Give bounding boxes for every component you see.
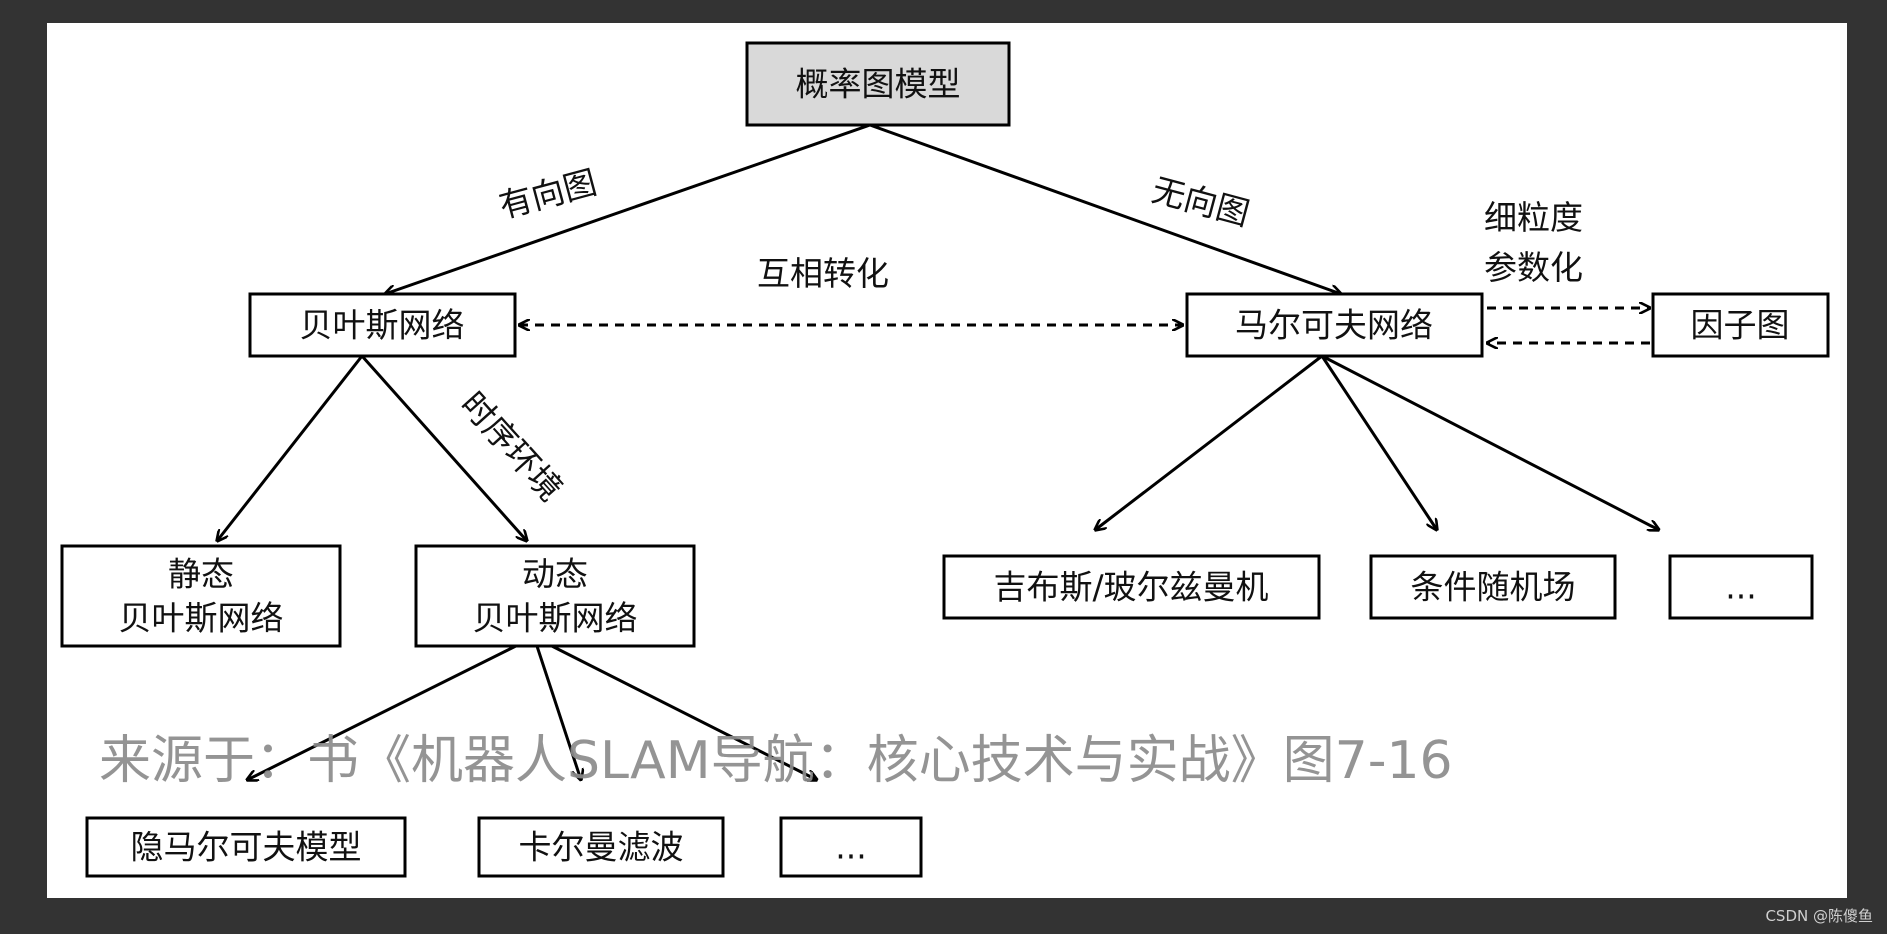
label-fine-grained-line2: 参数化 xyxy=(1484,248,1583,287)
edge-markov-to-gibbs xyxy=(1095,354,1323,530)
label-temporal: 时序环境 xyxy=(453,384,570,508)
label-mutual: 互相转化 xyxy=(757,254,889,293)
node-markov-label: 马尔可夫网络 xyxy=(1235,306,1433,345)
probabilistic-graphical-model-diagram: 有向图 无向图 互相转化 细粒度 参数化 时序环境 概率图模型 贝叶斯网络 马尔… xyxy=(60,41,1830,878)
node-markov-more: ... xyxy=(1668,554,1814,620)
edge-dynamic-to-kalman xyxy=(532,636,581,780)
node-root: 概率图模型 xyxy=(745,41,1011,127)
node-hmm: 隐马尔可夫模型 xyxy=(85,816,407,878)
edge-root-to-markov xyxy=(869,123,1341,294)
node-gibbs: 吉布斯/玻尔兹曼机 xyxy=(942,554,1321,620)
node-factor: 因子图 xyxy=(1651,292,1830,358)
edge-dynamic-to-hmm xyxy=(247,635,535,780)
node-dynamic-bayes-line2: 贝叶斯网络 xyxy=(473,599,638,638)
node-gibbs-label: 吉布斯/玻尔兹曼机 xyxy=(993,568,1268,607)
node-markov: 马尔可夫网络 xyxy=(1185,292,1484,358)
edge-markov-to-crf xyxy=(1320,355,1437,530)
diagram-canvas: 有向图 无向图 互相转化 细粒度 参数化 时序环境 概率图模型 贝叶斯网络 马尔… xyxy=(47,23,1847,898)
node-static-bayes: 静态 贝叶斯网络 xyxy=(60,544,342,648)
label-directed: 有向图 xyxy=(495,162,601,225)
node-dynamic-more: ... xyxy=(779,816,923,878)
node-static-bayes-line1: 静态 xyxy=(168,555,234,594)
node-dynamic-bayes-line1: 动态 xyxy=(522,555,588,594)
label-undirected: 无向图 xyxy=(1148,170,1254,233)
edge-markov-to-more xyxy=(1321,354,1659,530)
node-dynamic-bayes: 动态 贝叶斯网络 xyxy=(414,544,696,648)
node-factor-label: 因子图 xyxy=(1691,306,1790,345)
node-kalman: 卡尔曼滤波 xyxy=(477,816,725,878)
edge-root-to-bayes xyxy=(385,123,871,294)
node-dynamic-more-label: ... xyxy=(835,828,866,867)
node-bayes-label: 贝叶斯网络 xyxy=(300,306,465,345)
node-static-bayes-line2: 贝叶斯网络 xyxy=(119,599,284,638)
edge-bayes-to-static xyxy=(217,355,364,541)
edge-bayes-to-dynamic xyxy=(360,355,527,541)
csdn-credit: CSDN @陈傻鱼 xyxy=(1765,907,1873,925)
node-markov-more-label: ... xyxy=(1725,568,1756,607)
label-fine-grained-line1: 细粒度 xyxy=(1484,198,1583,237)
node-root-label: 概率图模型 xyxy=(796,65,961,104)
node-kalman-label: 卡尔曼滤波 xyxy=(519,828,684,867)
node-crf-label: 条件随机场 xyxy=(1411,568,1576,607)
node-crf: 条件随机场 xyxy=(1369,554,1617,620)
edge-dynamic-to-more xyxy=(533,635,817,780)
node-bayes: 贝叶斯网络 xyxy=(248,292,517,358)
node-hmm-label: 隐马尔可夫模型 xyxy=(131,828,362,867)
source-watermark: 来源于：书《机器人SLAM导航：核心技术与实战》图7-16 xyxy=(99,731,1453,791)
